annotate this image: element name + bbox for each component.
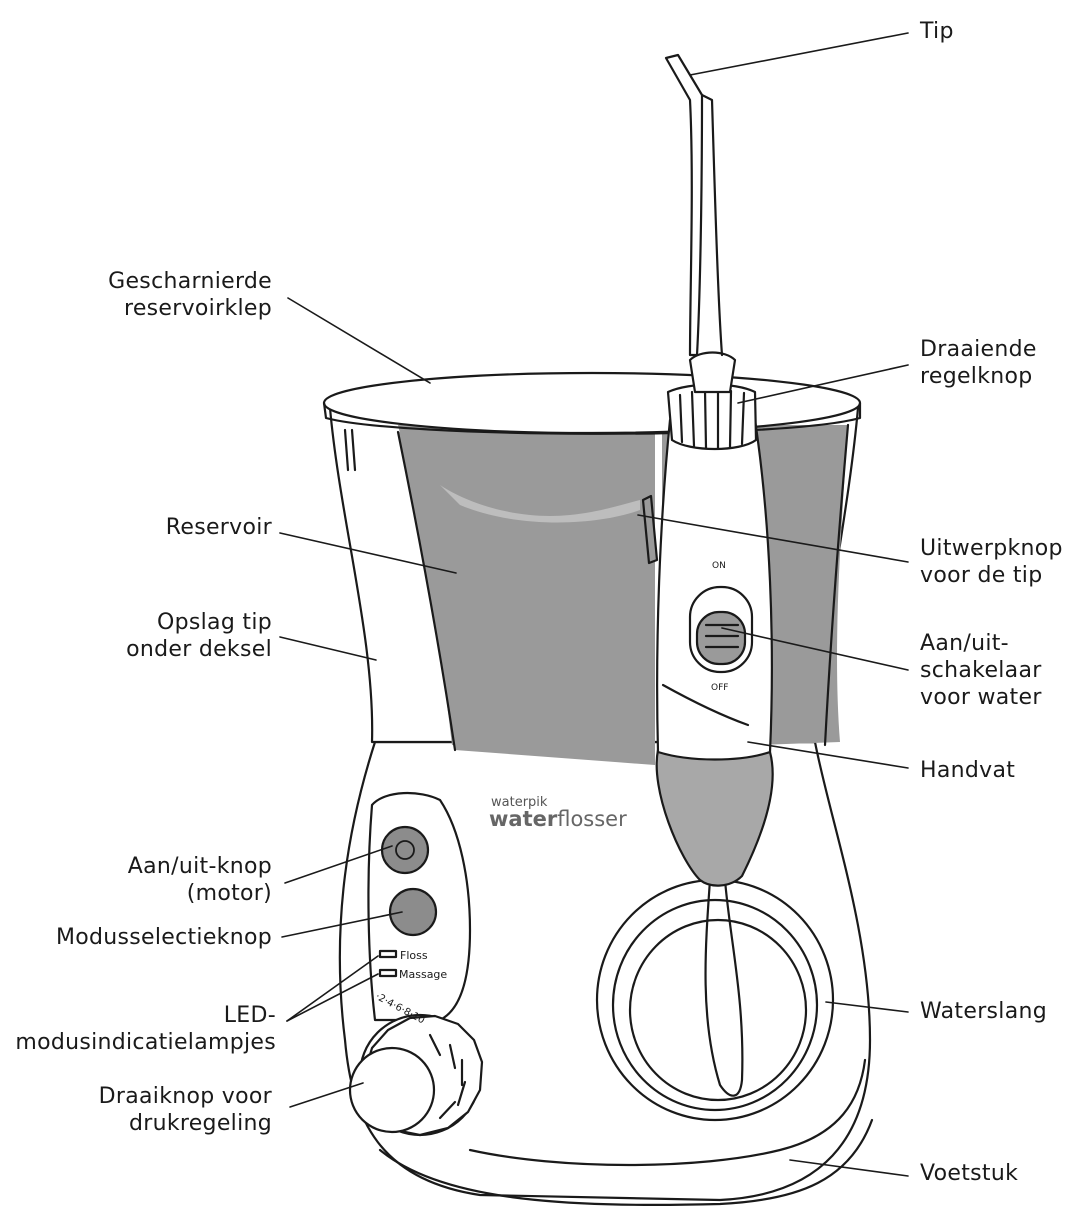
label-led-indicators-line2: modusindicatielampjes [15, 1030, 276, 1055]
label-pressure-dial: Draaiknop voor drukregeling [40, 1083, 272, 1137]
label-control-knob-line1: Draaiende [920, 337, 1037, 362]
pressure-dial [348, 1013, 484, 1137]
label-tip-eject-line2: voor de tip [920, 563, 1043, 588]
label-base-text: Voetstuk [920, 1161, 1019, 1186]
mode-button [388, 887, 438, 937]
label-control-knob: Draaiende regelknop [920, 336, 1037, 390]
label-water-switch: Aan/uit- schakelaar voor water [920, 630, 1042, 711]
label-water-hose-text: Waterslang [920, 999, 1047, 1024]
label-pressure-dial-line1: Draaiknop voor [98, 1084, 272, 1109]
label-handle: Handvat [920, 757, 1015, 784]
handpiece [641, 351, 774, 887]
label-hinged-lid-line1: Gescharnierde [108, 269, 272, 294]
label-handle-text: Handvat [920, 758, 1016, 783]
label-hinged-lid-line2: reservoirklep [123, 296, 272, 321]
label-tip-eject-line1: Uitwerpknop [920, 536, 1063, 561]
switch-off-label: OFF [711, 683, 728, 693]
label-mode-button: Modusselectieknop [10, 924, 272, 951]
label-tip-text: Tip [920, 19, 954, 44]
water-hose [595, 878, 835, 1122]
label-led-indicators: LED- modusindicatielampjes [10, 1002, 276, 1056]
brand-logo: waterflosser [489, 807, 627, 831]
leader-lines [279, 32, 909, 1177]
switch-on-label: ON [712, 561, 726, 571]
label-power-button: Aan/uit-knop (motor) [60, 853, 272, 907]
label-pressure-dial-line2: drukregeling [128, 1111, 272, 1136]
brand-small: waterpik [491, 795, 548, 810]
label-reservoir-text: Reservoir [165, 515, 272, 540]
label-power-button-line2: (motor) [186, 881, 272, 906]
label-water-switch-line1: Aan/uit- [920, 631, 1009, 656]
label-control-knob-line2: regelknop [920, 364, 1033, 389]
label-led-indicators-line1: LED- [223, 1003, 276, 1028]
label-tip-storage-line2: onder deksel [126, 637, 272, 662]
label-reservoir: Reservoir [100, 514, 272, 541]
led-massage-label: Massage [399, 968, 447, 981]
base-foot [378, 1118, 874, 1206]
label-water-switch-line3: voor water [920, 685, 1042, 710]
led-massage [378, 968, 398, 978]
jet-tip [664, 53, 704, 357]
label-power-button-line1: Aan/uit-knop [127, 854, 272, 879]
label-hinged-lid: Gescharnierde reservoirklep [60, 268, 272, 322]
label-water-switch-line2: schakelaar [920, 658, 1042, 683]
label-tip-storage: Opslag tip onder deksel [80, 609, 272, 663]
label-base: Voetstuk [920, 1160, 1018, 1187]
reservoir-lid [322, 371, 862, 435]
led-floss-label: Floss [400, 949, 428, 962]
led-floss [378, 949, 398, 959]
label-tip: Tip [920, 18, 954, 45]
power-button [380, 825, 430, 875]
label-mode-button-text: Modusselectieknop [55, 925, 272, 950]
label-water-hose: Waterslang [920, 998, 1047, 1025]
label-tip-eject: Uitwerpknop voor de tip [920, 535, 1063, 589]
label-tip-storage-line1: Opslag tip [157, 610, 272, 635]
